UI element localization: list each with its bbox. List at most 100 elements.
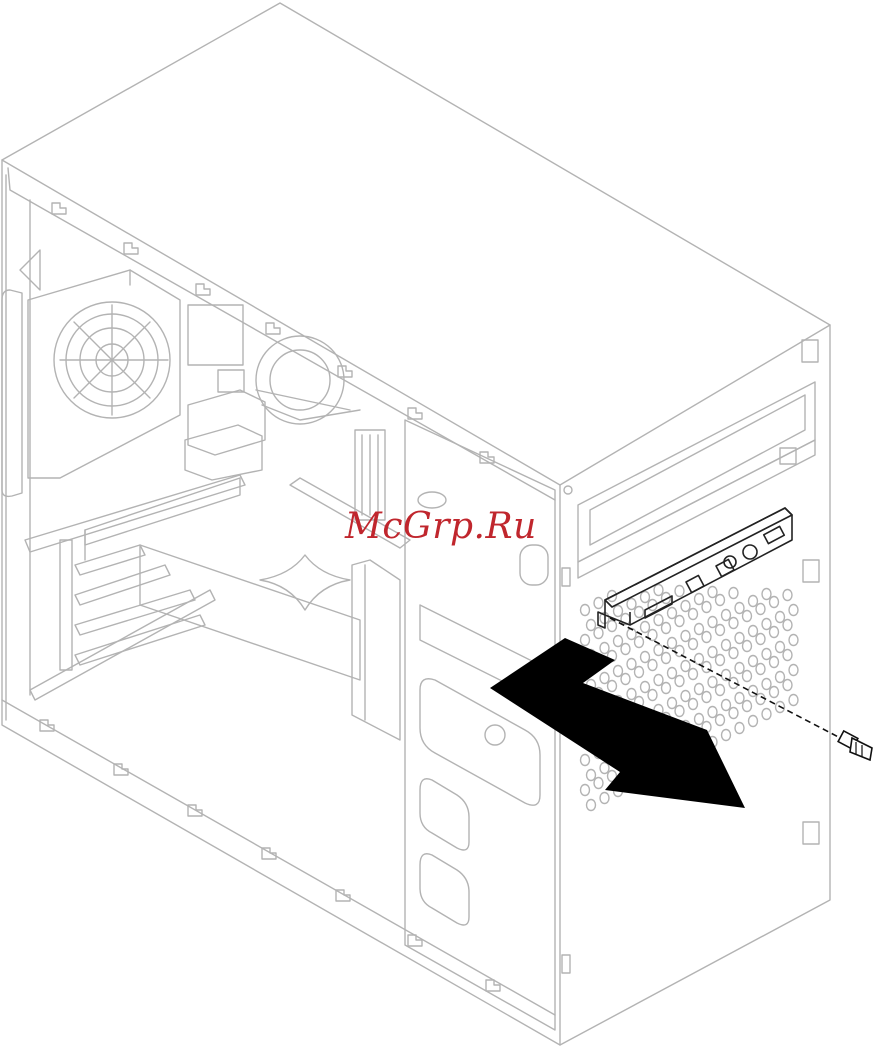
vent-hole: [689, 669, 698, 680]
vent-hole: [722, 640, 731, 651]
vent-hole: [627, 689, 636, 700]
vent-hole: [770, 657, 779, 668]
vent-hole: [716, 655, 725, 666]
vent-hole: [708, 587, 717, 598]
vent-hole: [668, 668, 677, 679]
vent-hole: [627, 629, 636, 640]
expansion-slots: [25, 475, 360, 700]
vent-hole: [722, 700, 731, 711]
vent-hole: [581, 635, 590, 646]
vent-hole: [708, 617, 717, 628]
vent-hole: [641, 622, 650, 633]
vent-hole: [783, 590, 792, 601]
vent-hole: [729, 648, 738, 659]
vent-hole: [627, 599, 636, 610]
vent-hole: [675, 586, 684, 597]
vent-hole: [776, 642, 785, 653]
vent-hole: [600, 763, 609, 774]
vent-hole: [695, 654, 704, 665]
vent-hole: [695, 594, 704, 605]
vent-hole: [641, 652, 650, 663]
vent-hole: [614, 636, 623, 647]
vent-hole: [581, 605, 590, 616]
vent-hole: [594, 598, 603, 609]
vent-hole: [581, 755, 590, 766]
vent-hole: [708, 707, 717, 718]
vent-hole: [716, 595, 725, 606]
vent-hole: [762, 649, 771, 660]
vent-hole: [614, 606, 623, 617]
vent-hole: [749, 626, 758, 637]
vent-hole: [749, 716, 758, 727]
vent-hole: [756, 604, 765, 615]
vent-hole: [756, 634, 765, 645]
vent-hole: [743, 611, 752, 622]
vent-hole: [702, 602, 711, 613]
vent-hole: [743, 671, 752, 682]
vent-hole: [789, 635, 798, 646]
vent-hole: [608, 621, 617, 632]
vent-hole: [789, 605, 798, 616]
vent-hole: [729, 678, 738, 689]
vent-hole: [729, 588, 738, 599]
vent-hole: [587, 770, 596, 781]
vent-hole: [681, 601, 690, 612]
vent-hole: [749, 596, 758, 607]
optical-drive-bay: [578, 382, 815, 578]
vent-hole: [635, 667, 644, 678]
vent-hole: [587, 620, 596, 631]
vent-hole: [681, 691, 690, 702]
vent-hole: [735, 663, 744, 674]
vent-hole: [716, 625, 725, 636]
vent-hole: [756, 664, 765, 675]
vent-hole: [708, 647, 717, 658]
vent-hole: [729, 708, 738, 719]
vent-hole: [654, 615, 663, 626]
vent-hole: [735, 633, 744, 644]
vent-hole: [722, 730, 731, 741]
vent-hole: [756, 694, 765, 705]
vent-hole: [708, 677, 717, 688]
rail-markers: [40, 203, 819, 991]
vent-hole: [648, 660, 657, 671]
vent-hole: [662, 683, 671, 694]
front-io-panel: [598, 508, 792, 628]
vent-hole: [600, 643, 609, 654]
vent-hole: [675, 646, 684, 657]
vent-hole: [702, 632, 711, 643]
screw-icon: [838, 731, 872, 760]
vent-hole: [614, 666, 623, 677]
vent-hole: [600, 673, 609, 684]
vent-hole: [783, 620, 792, 631]
vent-hole: [716, 685, 725, 696]
vent-hole: [762, 679, 771, 690]
vent-hole: [762, 709, 771, 720]
vent-hole: [776, 612, 785, 623]
vent-hole: [770, 597, 779, 608]
vent-hole: [789, 695, 798, 706]
vent-hole: [722, 610, 731, 621]
vent-hole: [681, 661, 690, 672]
vent-hole: [675, 616, 684, 627]
vent-hole: [648, 690, 657, 701]
vent-hole: [770, 687, 779, 698]
vent-hole: [621, 674, 630, 685]
vent-hole: [635, 607, 644, 618]
vent-hole: [675, 676, 684, 687]
vent-hole: [594, 778, 603, 789]
vent-hole: [749, 656, 758, 667]
vent-hole: [689, 699, 698, 710]
vent-hole: [600, 793, 609, 804]
vent-hole: [789, 665, 798, 676]
vent-hole: [587, 800, 596, 811]
vent-hole: [662, 623, 671, 634]
vent-hole: [668, 608, 677, 619]
vent-hole: [654, 675, 663, 686]
vent-hole: [735, 603, 744, 614]
vent-hole: [635, 637, 644, 648]
vent-hole: [608, 681, 617, 692]
vent-hole: [762, 589, 771, 600]
vent-hole: [716, 715, 725, 726]
vent-hole: [654, 645, 663, 656]
vent-hole: [641, 592, 650, 603]
